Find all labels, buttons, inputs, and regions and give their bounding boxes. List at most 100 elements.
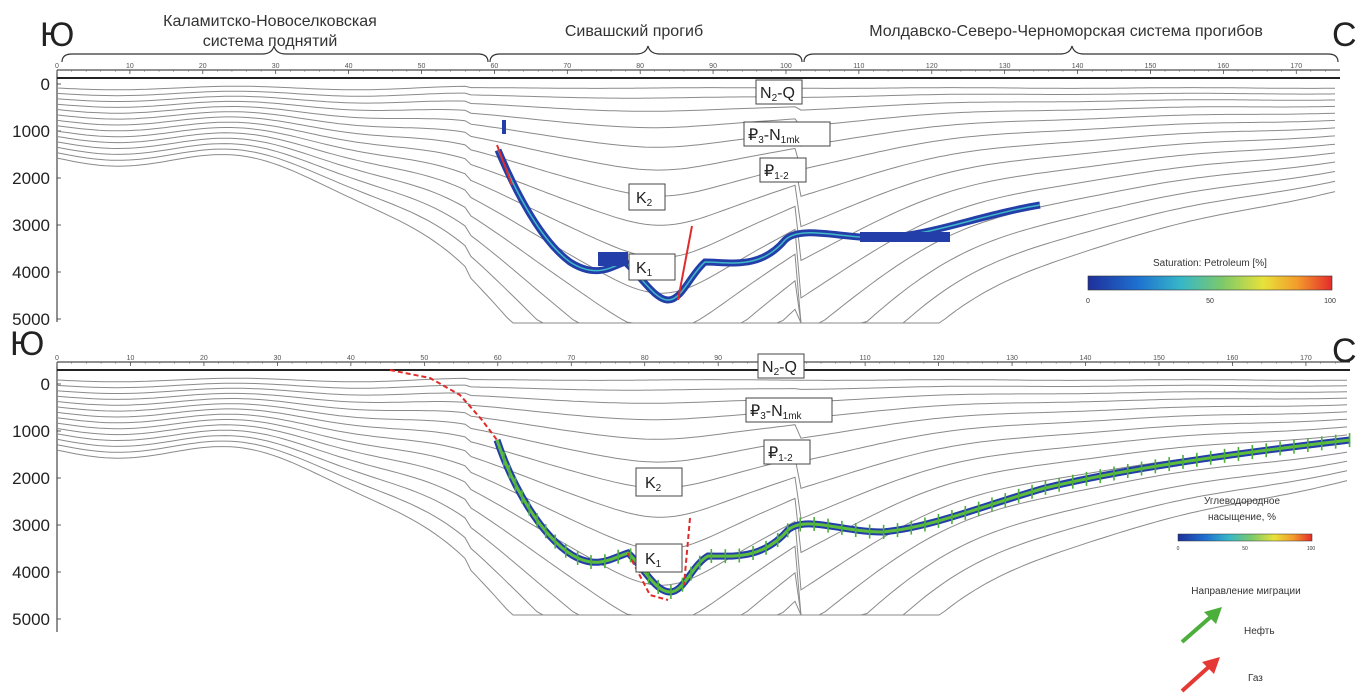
distance-top-tick-label-60: 60 — [490, 63, 498, 70]
depth-top-tick-1000: 1000 — [12, 122, 50, 141]
horizon-line — [56, 111, 1336, 171]
horizon-line — [56, 387, 1348, 404]
migration-path-gas — [389, 369, 691, 601]
horizon-line — [56, 132, 1336, 299]
legend-bottom-title-1: Углеводородное — [1204, 496, 1280, 507]
region-kalamit-label-2: система поднятий — [203, 33, 338, 50]
fault-red-top-1 — [496, 144, 513, 186]
stratum-box-n2q-top: N2-Q — [755, 79, 803, 105]
depth-top-tick-2000: 2000 — [12, 169, 50, 188]
region-sivash: Сивашский прогиб — [489, 23, 803, 63]
legend-bottom-title-2: насыщение, % — [1208, 512, 1276, 523]
distance-top-tick-label-70: 70 — [563, 63, 571, 70]
horizon-line — [56, 435, 1348, 616]
horizon-line — [56, 137, 1336, 324]
stratum-n2q-top-label: N2-Q — [760, 85, 795, 104]
distance-top-tick-label-0: 0 — [55, 63, 59, 70]
legend-bottom-tick-50: 50 — [1242, 546, 1248, 552]
oil-migration-ticks — [503, 433, 1351, 599]
distance-top-tick-label-40: 40 — [345, 63, 353, 70]
north-label-bottom: С — [1332, 332, 1357, 370]
horizon-line — [56, 154, 1336, 324]
south-label-bottom: Ю — [10, 325, 44, 363]
stratum-box-n2q-bottom: N2-Q — [757, 353, 805, 379]
distance-bottom-tick-label-10: 10 — [127, 355, 135, 362]
distance-bottom-tick-label-20: 20 — [200, 355, 208, 362]
region-moldav-label: Молдавско-Северо-Черноморская система пр… — [869, 23, 1263, 40]
distance-top-tick-label-110: 110 — [853, 63, 864, 70]
north-label-top: С — [1332, 16, 1357, 54]
legend-top-tick-100: 100 — [1324, 298, 1336, 305]
horizon-line — [56, 446, 1348, 616]
horizons-top — [56, 85, 1336, 324]
distance-bottom-tick-label-160: 160 — [1227, 355, 1239, 362]
distance-bottom-tick-label-90: 90 — [714, 355, 722, 362]
depth-bottom-tick-3000: 3000 — [12, 516, 50, 535]
distance-top-tick-label-170: 170 — [1290, 63, 1302, 70]
horizon-line — [56, 90, 1336, 99]
horizon-line — [56, 392, 1348, 421]
distance-bottom-tick-label-50: 50 — [420, 355, 428, 362]
distance-bottom-tick-label-0: 0 — [55, 355, 59, 362]
region-sivash-brace — [489, 45, 803, 63]
horizon-line — [56, 100, 1336, 129]
stratum-box-p12-top: ₽1-2 — [759, 157, 807, 183]
distance-bottom-tick-label-80: 80 — [641, 355, 649, 362]
legend-oil-label: Нефть — [1244, 625, 1275, 637]
horizon-line — [56, 116, 1336, 197]
depth-bottom-tick-4000: 4000 — [12, 563, 50, 582]
depth-bottom-tick-0: 0 — [41, 375, 50, 394]
stratum-box-p3n1-bottom: ₽3-N1mk — [745, 397, 833, 423]
migration-path-oil — [495, 438, 1351, 594]
distance-bottom-tick-label-30: 30 — [273, 355, 281, 362]
distance-top-tick-label-120: 120 — [926, 63, 938, 70]
distance-ticks-bottom: 0102030405060708090100110120130140150160… — [55, 355, 1336, 366]
stratum-box-k1-top: K1 — [628, 253, 676, 281]
stratum-box-p12-bottom: ₽1-2 — [763, 439, 811, 465]
depth-top-tick-5000: 5000 — [12, 310, 50, 329]
legend-petroleum-saturation: Saturation: Petroleum [%] 0 50 100 — [1086, 258, 1336, 305]
legend-top-colorbar — [1087, 275, 1333, 291]
distance-top-tick-label-80: 80 — [636, 63, 644, 70]
distance-bottom-tick-label-130: 130 — [1006, 355, 1018, 362]
gas-arrow-icon — [1180, 657, 1220, 693]
region-kalamit-label-1: Каламитско-Новоселковская — [163, 13, 377, 30]
depth-top-tick-0: 0 — [41, 75, 50, 94]
horizon-line — [56, 106, 1336, 148]
legend-top-tick-50: 50 — [1206, 298, 1214, 305]
depth-top-tick-3000: 3000 — [12, 216, 50, 235]
depth-bottom-tick-1000: 1000 — [12, 422, 50, 441]
distance-top-tick-label-150: 150 — [1145, 63, 1157, 70]
distance-top-tick-label-90: 90 — [709, 63, 717, 70]
horizon-line — [56, 403, 1348, 463]
horizon-line — [56, 424, 1348, 591]
horizon-line — [56, 408, 1348, 489]
distance-bottom-tick-label-170: 170 — [1300, 355, 1312, 362]
distance-top-tick-label-10: 10 — [126, 63, 134, 70]
legend-bottom-tick-0: 0 — [1177, 546, 1180, 552]
legend-bottom-colorbar — [1177, 533, 1313, 542]
region-kalamit-brace — [61, 45, 489, 63]
saturation-patch-top-3 — [502, 120, 506, 134]
region-moldav: Молдавско-Северо-Черноморская система пр… — [803, 23, 1339, 63]
region-sivash-label: Сивашский прогиб — [565, 23, 703, 40]
distance-top-tick-label-20: 20 — [199, 63, 207, 70]
region-moldav-brace — [803, 45, 1339, 63]
stratum-box-k2-top: K2 — [628, 183, 666, 211]
distance-bottom-tick-label-120: 120 — [933, 355, 945, 362]
distance-bottom-tick-label-110: 110 — [860, 355, 871, 362]
legend-hydrocarbon-saturation: Углеводородное насыщение, % 0 50 100 Нап… — [1177, 496, 1315, 693]
south-label-top: Ю — [40, 16, 74, 54]
legend-migration-title: Направление миграции — [1191, 586, 1300, 597]
depth-bottom-tick-5000: 5000 — [12, 610, 50, 629]
horizon-line — [56, 419, 1348, 554]
distance-top-tick-label-100: 100 — [780, 63, 792, 70]
fault-red-top-2 — [677, 225, 693, 301]
horizon-line — [56, 85, 1335, 91]
legend-gas-label: Газ — [1248, 673, 1263, 684]
distance-top-tick-label-30: 30 — [272, 63, 280, 70]
